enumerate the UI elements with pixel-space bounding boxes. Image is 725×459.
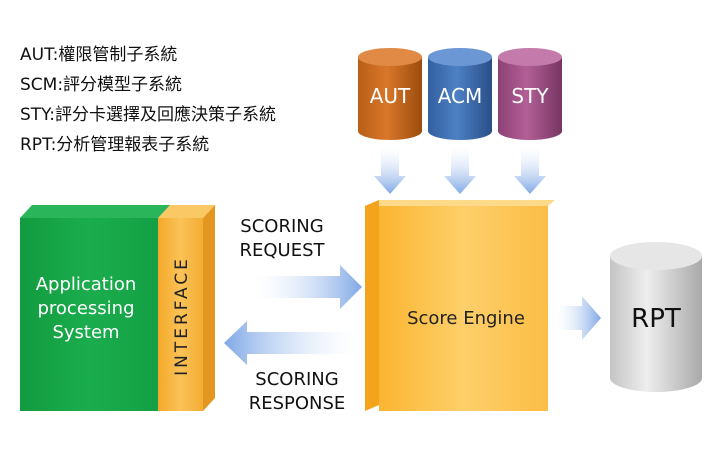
scoring-response-arrow	[224, 321, 358, 365]
score-engine-label: Score Engine	[407, 308, 525, 329]
scoring-response-line1: SCORING	[255, 369, 338, 390]
interface-label: INTERFACE	[172, 256, 192, 376]
score-engine-box: Score Engine	[365, 200, 555, 411]
arrow-down-sty	[514, 146, 546, 194]
database-aut: AUT	[358, 48, 422, 140]
scoring-response-line2: RESPONSE	[249, 393, 346, 414]
scoring-request-line1: SCORING	[240, 216, 323, 237]
legend: AUT:權限管制子系統 SCM:評分模型子系統 STY:評分卡選擇及回應決策子系…	[20, 40, 276, 160]
database-sty: STY	[498, 48, 562, 140]
arrow-down-acm	[444, 146, 476, 194]
application-label-line3: System	[52, 322, 119, 343]
application-box: Application processing System	[20, 205, 170, 411]
engine-to-rpt-arrow	[556, 296, 601, 340]
database-sty-label: STY	[511, 84, 549, 108]
database-rpt-label: RPT	[631, 304, 681, 334]
arrow-down-aut	[374, 146, 406, 194]
interface-slab: INTERFACE	[158, 205, 215, 411]
scoring-request-arrow	[255, 265, 362, 309]
scoring-request-line2: REQUEST	[239, 240, 325, 261]
database-aut-label: AUT	[370, 84, 411, 108]
legend-item-scm: SCM:評分模型子系統	[20, 75, 183, 95]
legend-item-aut: AUT:權限管制子系統	[20, 45, 178, 65]
application-label-line1: Application	[36, 274, 137, 295]
legend-item-sty: STY:評分卡選擇及回應決策子系統	[20, 105, 277, 125]
database-acm: ACM	[428, 48, 492, 140]
legend-item-rpt: RPT:分析管理報表子系統	[20, 135, 210, 155]
database-acm-label: ACM	[438, 84, 483, 108]
application-label-line2: processing	[37, 298, 134, 319]
database-rpt: RPT	[610, 242, 702, 392]
